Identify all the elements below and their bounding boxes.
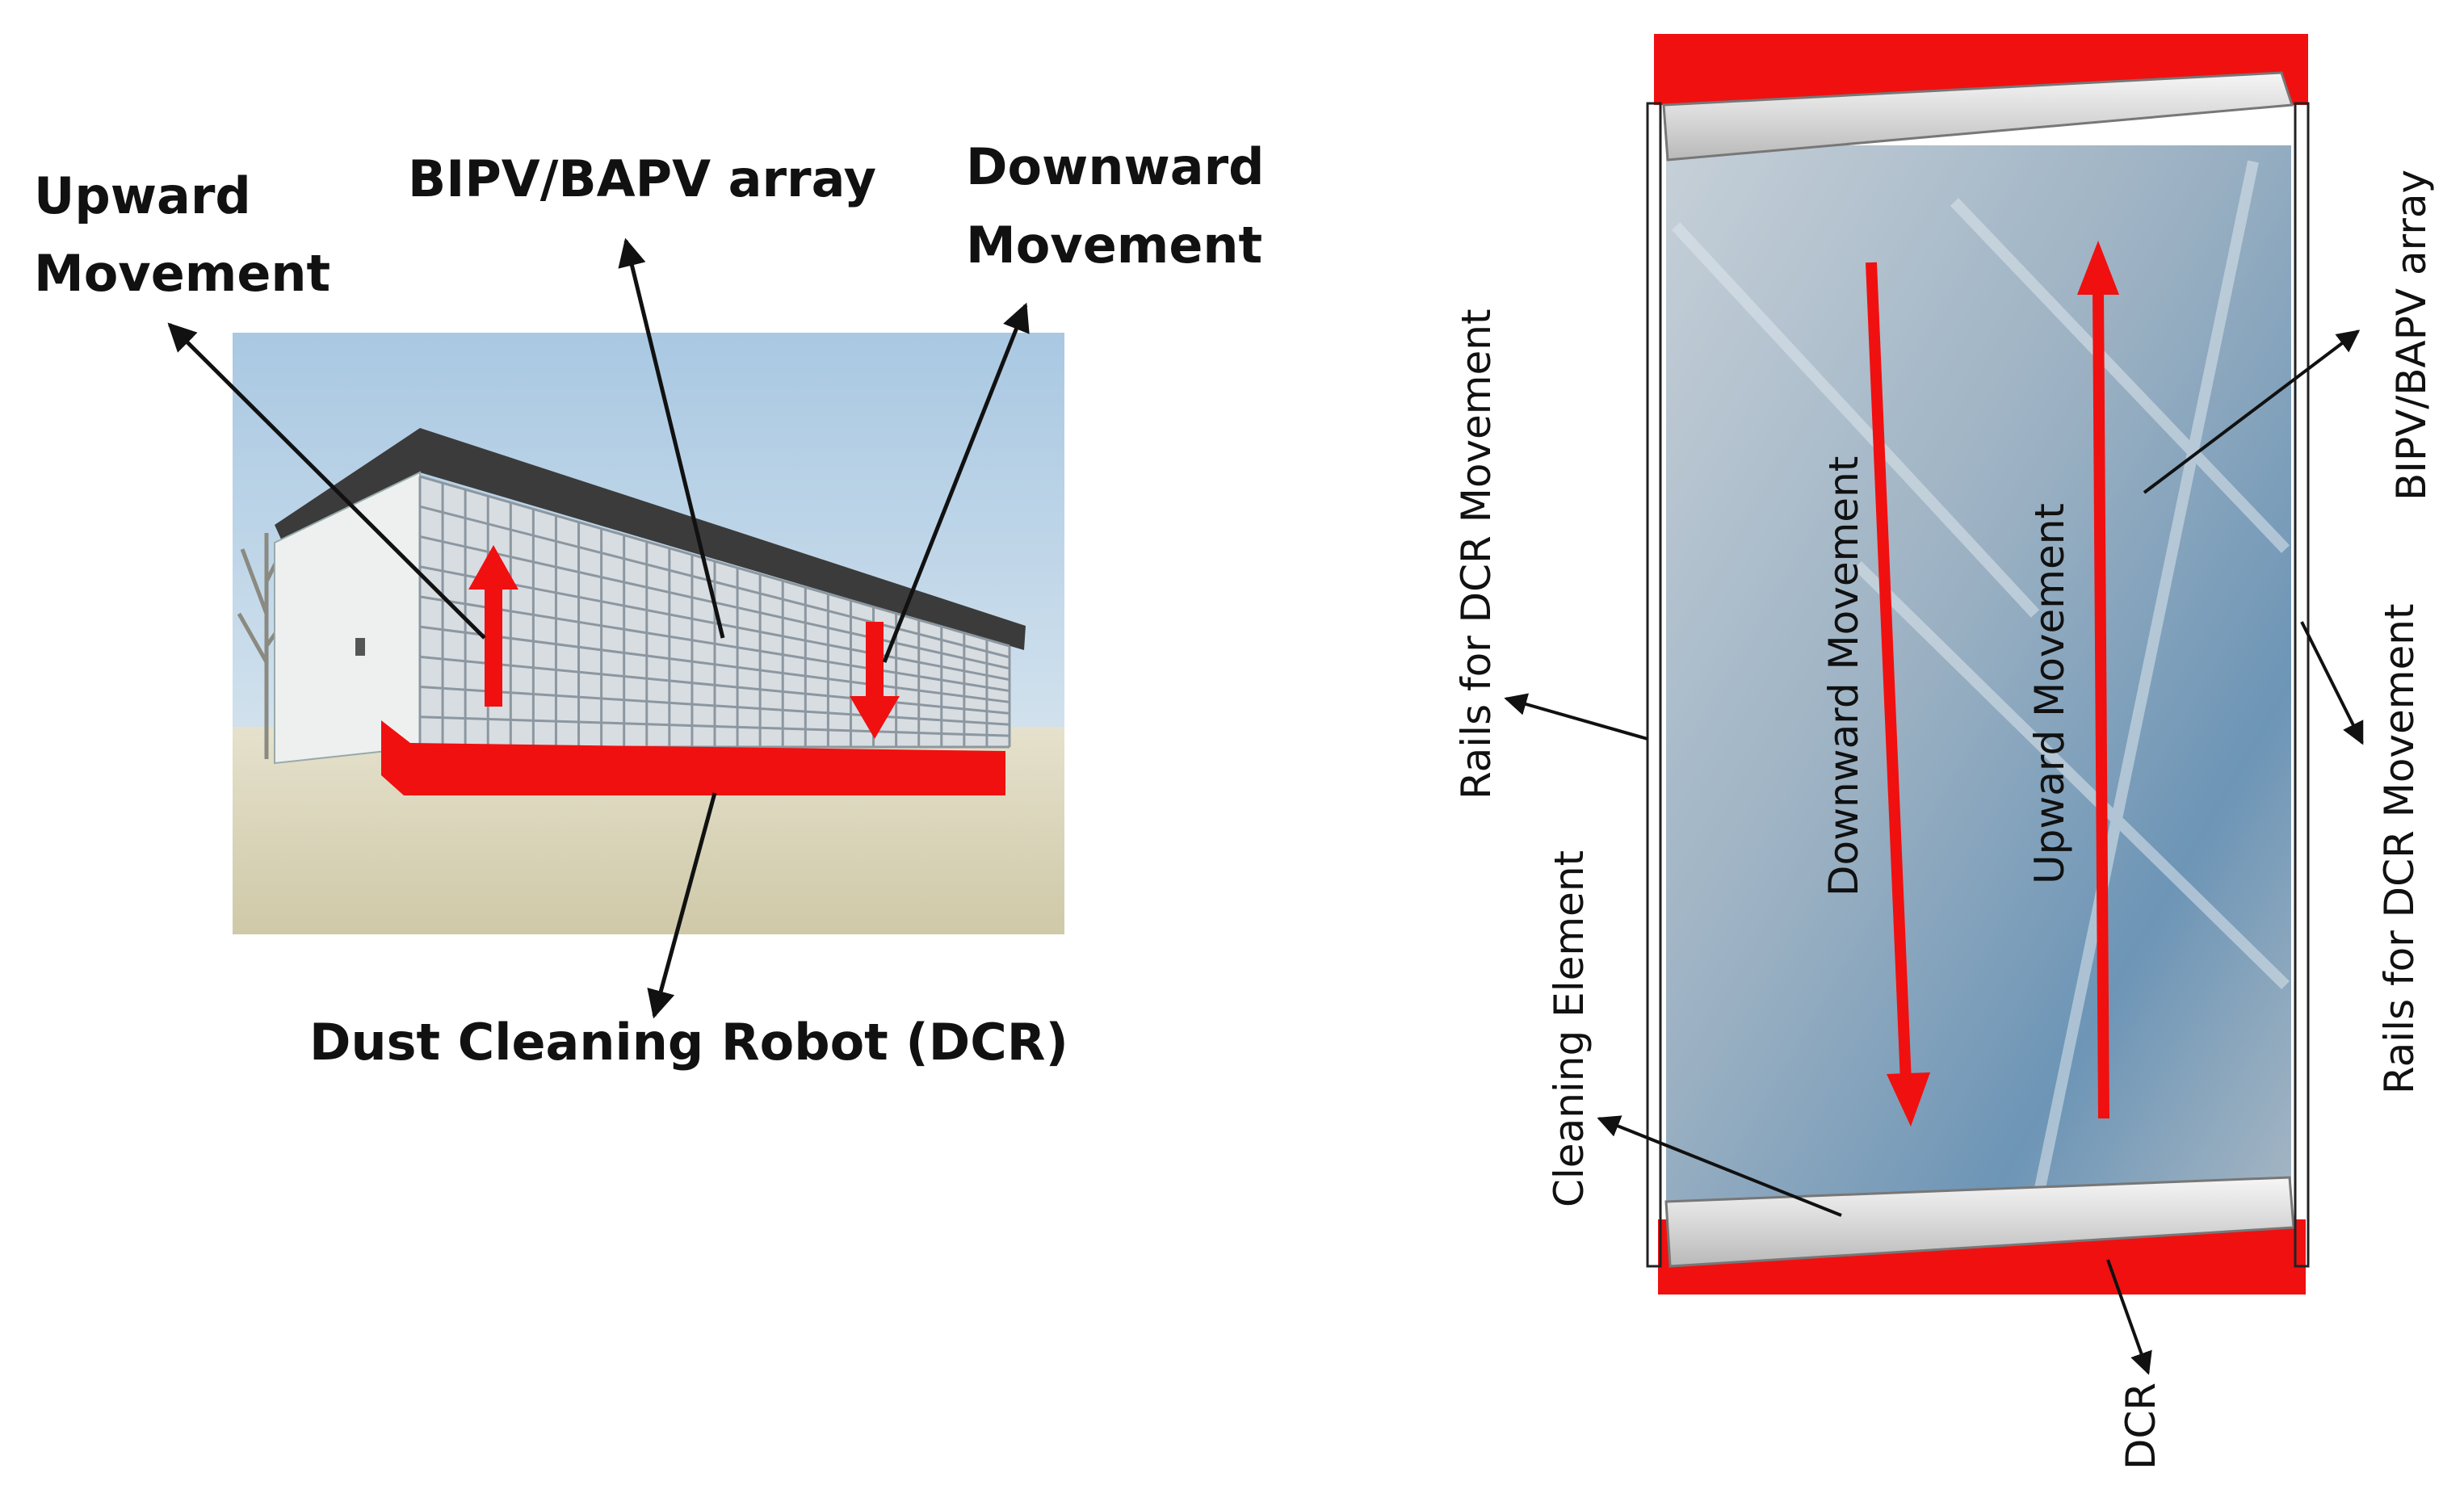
- grid-row-line: [419, 595, 1010, 693]
- panel-downward-label: Downward Movement: [1820, 456, 1867, 896]
- grid-row-line: [419, 625, 1010, 703]
- upward-movement-label-line2: Movement: [34, 244, 330, 303]
- pv-module-grid: [418, 475, 1011, 749]
- panel-upward-label: Upward Movement: [2026, 503, 2073, 884]
- dcr-label: DCR: [2118, 1383, 2164, 1470]
- rails-right-label: Rails for DCR Movement: [2376, 603, 2423, 1094]
- cleaning-element-top: [1662, 71, 2294, 162]
- grid-row-line: [419, 565, 1010, 682]
- downward-movement-label-line2: Movement: [966, 216, 1262, 275]
- pointer-downward: [882, 302, 1030, 663]
- pointer-array: [618, 237, 725, 639]
- dust-cleaning-robot: [381, 720, 1005, 795]
- grid-row-line: [419, 475, 1010, 648]
- rail-right: [2294, 102, 2310, 1268]
- building-photo: [233, 333, 1064, 934]
- grid-row-line: [419, 715, 1010, 737]
- pointer-robot: [647, 792, 717, 1019]
- array-label-right: BIPV/BAPV array: [2388, 170, 2435, 501]
- cleaning-element-bottom: [1664, 1176, 2295, 1268]
- array-label: BIPV/BAPV array: [408, 149, 876, 208]
- building-roof: [275, 428, 1026, 650]
- pointer-dcr: [2106, 1259, 2152, 1375]
- downward-movement-label: Downward: [966, 137, 1265, 196]
- downward-movement-arrow: [850, 622, 900, 739]
- left-pointers: [167, 237, 1030, 1019]
- rails-left-label: Rails for DCR Movement: [1453, 308, 1500, 799]
- pointer-rails-right: [2300, 621, 2364, 745]
- rail-left: [1646, 102, 1662, 1268]
- grid-row-line: [419, 505, 1010, 659]
- pointer-upward: [167, 322, 486, 640]
- panel-downward-arrow: [1866, 262, 1930, 1127]
- upward-movement-arrow: [468, 545, 518, 707]
- panel-top-view: [1646, 34, 2310, 1294]
- robot-label: Dust Cleaning Robot (DCR): [309, 1013, 1068, 1072]
- pointer-array-right: [2143, 329, 2361, 494]
- panel-upward-arrow: [2077, 241, 2119, 1119]
- left-labels: Upward Movement BIPV/BAPV array Downward…: [34, 137, 1265, 1072]
- grid-row-line: [419, 686, 1010, 726]
- panel-reflections: [1671, 160, 2290, 1213]
- wall-window: [355, 638, 365, 656]
- upward-movement-label: Upward: [34, 166, 251, 225]
- right-labels: Rails for DCR Movement Cleaning Element …: [1453, 170, 2435, 1470]
- cleaning-element-label: Cleaning Element: [1546, 850, 1593, 1207]
- pointer-rails-left: [1504, 693, 1648, 741]
- grid-row-line: [419, 655, 1010, 715]
- right-pointers: [1504, 329, 2364, 1375]
- pointer-cleaning-element: [1597, 1115, 1842, 1217]
